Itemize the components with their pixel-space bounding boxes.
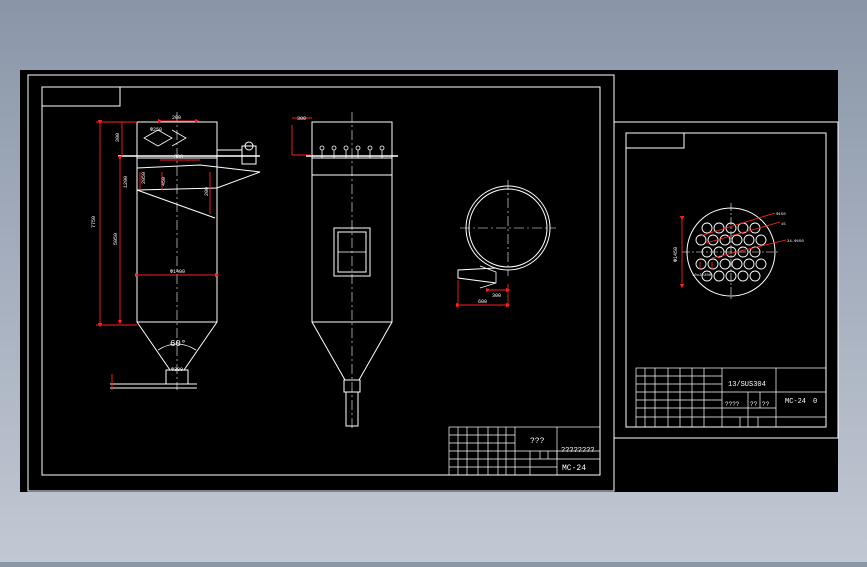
dim-body-height-text: 5050 [113, 233, 119, 245]
side-valve-row [319, 145, 385, 158]
sheet-2: Φ1450 Φ150 15 24-Φ150 10x2=200 [613, 121, 839, 439]
plate-hole [731, 234, 743, 246]
dim-right-text: 200 [204, 187, 210, 196]
sheet-1: 7750 5050 200 300 Φ1400 300 Φ250 60° Φ30… [27, 74, 615, 492]
model-space-background [20, 70, 838, 492]
title-block-2-sheet-no: 0 [813, 398, 817, 406]
plate-hole-label-3: 24-Φ150 [787, 239, 804, 244]
plate-hole [737, 270, 749, 282]
title-block-1-drawing-no: MC-24 [562, 464, 586, 473]
dim-mid-text: 450 [161, 177, 167, 186]
sheet-1-inner-border [41, 86, 601, 476]
plate-hole [725, 270, 737, 282]
plate-holes [695, 222, 767, 282]
plate-hole [749, 246, 761, 258]
valve-symbol [143, 129, 187, 147]
front-view: 7750 5050 200 300 Φ1400 300 Φ250 60° Φ30… [91, 112, 261, 390]
plate-diameter-text: Φ1450 [673, 247, 679, 262]
dim-left-text: 2050 [141, 172, 147, 184]
plate-pitch-note: 10x2=200 [692, 274, 712, 278]
front-inlet-duct [136, 164, 261, 191]
plate-hole [713, 270, 725, 282]
title-block-2-drawing-no: MC-24 [785, 398, 806, 406]
plate-hole [719, 258, 731, 270]
plan-dimensions [455, 280, 511, 308]
title-block-2-cell-b: ?? [762, 401, 770, 408]
front-dimensions [96, 118, 220, 390]
side-view: 300 [291, 112, 398, 430]
dim-top-2-text: 300 [174, 154, 183, 160]
sheet-1-corner-label-box [41, 86, 121, 107]
front-inlet-bottom [136, 189, 216, 219]
plan-view: 300 600 [455, 180, 556, 308]
title-block-2-material: 13/SUS304 [728, 381, 766, 389]
plate-hole-label-1: Φ150 [776, 212, 786, 217]
plate-hole [731, 258, 743, 270]
title-block-1-name: ??? [530, 437, 545, 446]
plate-hole [713, 222, 725, 234]
plate-hole [695, 234, 707, 246]
plate-hole [701, 246, 713, 258]
sheet-2-outer-border [613, 121, 839, 439]
dim-inlet-label-text: Φ250 [150, 127, 162, 133]
plate-hole [719, 234, 731, 246]
motor-cap-icon [244, 141, 254, 151]
plan-inlet-flange [479, 265, 497, 289]
cone-angle-text: 60° [170, 339, 186, 349]
side-dim-top-text: 300 [297, 116, 306, 122]
front-dim-texts: 7750 5050 200 300 Φ1400 300 Φ250 60° Φ30… [91, 115, 210, 373]
plan-inlet-duct [457, 267, 497, 284]
plate-hole [707, 258, 719, 270]
motor-icon [241, 145, 257, 165]
title-block-2-qty-label: ???? [725, 401, 740, 408]
plate-hole [743, 234, 755, 246]
plate-hole [755, 258, 767, 270]
plate-hole [701, 270, 713, 282]
plate-hole-label-2: 15 [781, 223, 786, 227]
tube-sheet-plate: Φ1450 Φ150 15 24-Φ150 10x2=200 [673, 203, 804, 301]
cone-angle-arc [157, 343, 197, 351]
plan-offset-text: 600 [478, 299, 487, 305]
plan-inlet-width-text: 300 [492, 293, 501, 299]
title-block-2 [635, 367, 827, 428]
plate-hole [743, 258, 755, 270]
plate-hole [713, 246, 725, 258]
dim-bottom-outlet-text: Φ300 [171, 367, 183, 373]
sheet-2-corner-label-box [625, 132, 685, 149]
dim-overall-height-text: 7750 [91, 216, 97, 228]
title-block-2-cell-a: ?? [750, 401, 758, 408]
plate-hole [695, 258, 707, 270]
title-block-1-desc: ???????? [561, 447, 595, 455]
plate-hole [755, 234, 767, 246]
plate-hole [749, 270, 761, 282]
dim-left-small-text: 300 [115, 133, 121, 142]
dim-diameter-text: Φ1400 [170, 269, 185, 275]
plate-hole [701, 222, 713, 234]
dim-top-width-text: 200 [172, 115, 181, 121]
side-dimensions [291, 117, 312, 156]
plate-dimensions [679, 212, 787, 289]
side-discharge-pipe [345, 391, 359, 427]
title-block-1 [448, 426, 601, 476]
dim-side-text: 1200 [123, 176, 129, 188]
